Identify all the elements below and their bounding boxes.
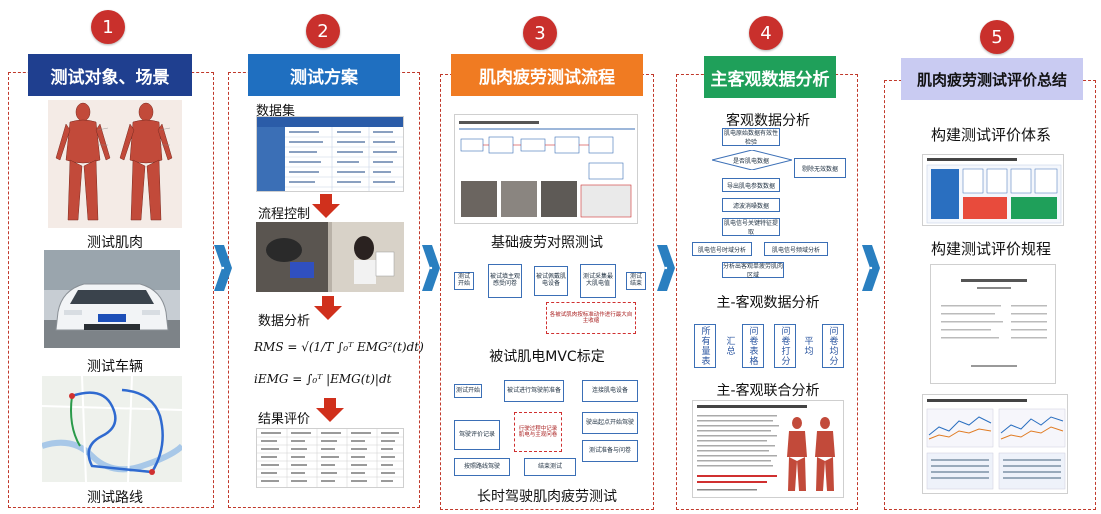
down-arrow-icon — [316, 398, 344, 422]
label-evaluation-procedure: 构建测试评价规程 — [930, 240, 1051, 258]
muscle-anatomy-image — [48, 100, 182, 228]
formula-rms: RMS = √(1/T ∫₀ᵀ EMG²(t)dt) — [254, 340, 424, 354]
formula-iemg: iEMG = ∫₀ᵀ |EMG(t)|dt — [254, 372, 392, 386]
label-process-control: 流程控制 — [258, 207, 311, 222]
process-control-photo — [256, 222, 404, 292]
joint-analysis-document — [692, 400, 844, 498]
label-objective-analysis: 客观数据分析 — [726, 113, 810, 129]
label-result-evaluation: 结果评价 — [258, 412, 311, 427]
baseline-test-document — [454, 114, 638, 224]
subjective-flow-diagram: 所有量表 汇总 问卷表格 问卷打分 平均 问卷均分 — [690, 318, 854, 374]
label-long-driving-test: 长时驾驶肌肉疲劳测试 — [477, 489, 617, 505]
label-data-analysis: 数据分析 — [258, 314, 311, 329]
label-dataset: 数据集 — [256, 104, 296, 119]
long-driving-flow-diagram: 测试开始 被试进行驾驶前准备 连接肌电设备 驾驶评价记录 行驶过程中记录肌电与主… — [452, 376, 648, 478]
evaluation-system-document — [922, 154, 1064, 226]
test-vehicle-image — [44, 250, 180, 348]
step-number-3: 3 — [523, 16, 557, 50]
step-number-5: 5 — [980, 20, 1014, 54]
down-arrow-icon — [312, 194, 340, 218]
label-evaluation-system: 构建测试评价体系 — [930, 126, 1051, 144]
step-number-2: 2 — [306, 14, 340, 48]
banner-test-flow: 肌肉疲劳测试流程 — [451, 54, 643, 96]
label-baseline-fatigue-test: 基础疲劳对照测试 — [491, 235, 603, 251]
evaluation-results-document — [922, 394, 1068, 494]
label-test-muscle: 测试肌肉 — [87, 235, 143, 251]
label-test-vehicle: 测试车辆 — [87, 359, 143, 375]
chevron-arrow-icon — [862, 245, 880, 291]
step-number-4: 4 — [749, 16, 783, 50]
result-table-image — [256, 428, 404, 488]
down-arrow-icon — [314, 296, 342, 320]
banner-summary: 肌肉疲劳测试评价总结 — [901, 58, 1083, 100]
mvc-flow-diagram: 测试开始 被试填主观感受问卷 被试佩戴肌电设备 测试采集最大肌电值 测试结束 各… — [452, 258, 648, 338]
banner-test-plan: 测试方案 — [248, 54, 400, 96]
evaluation-procedure-document — [930, 264, 1056, 384]
label-test-route: 测试路线 — [87, 490, 143, 506]
objective-flow-diagram: 肌电原始数据有效性检验 是否肌电数据 剔除无效数据 导出肌电参数数据 滤波消噪数… — [690, 128, 850, 279]
chevron-arrow-icon — [422, 245, 440, 291]
label-joint-analysis: 主-客观联合分析 — [716, 383, 820, 399]
test-route-map — [42, 376, 182, 482]
dataset-table-image — [256, 116, 404, 192]
banner-data-analysis: 主客观数据分析 — [704, 56, 836, 98]
chevron-arrow-icon — [214, 245, 232, 291]
banner-test-object: 测试对象、场景 — [28, 54, 192, 96]
label-subjective-objective-analysis: 主-客观数据分析 — [716, 295, 820, 311]
step-number-1: 1 — [91, 10, 125, 44]
chevron-arrow-icon — [657, 245, 675, 291]
label-mvc-calibration: 被试肌电MVC标定 — [489, 349, 605, 365]
